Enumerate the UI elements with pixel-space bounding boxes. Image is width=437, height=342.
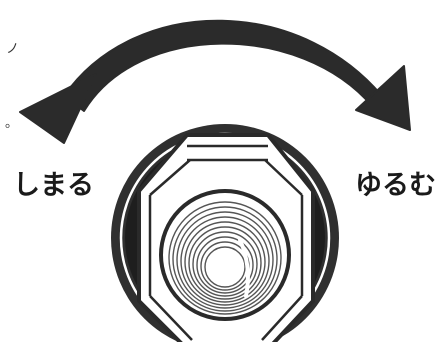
bore-chamfer <box>159 189 291 321</box>
hex-pipe-fitting-icon <box>111 124 339 342</box>
hex-edge <box>261 295 303 341</box>
arrow-head-right <box>355 65 411 131</box>
hex-edge <box>264 159 303 196</box>
arrow-head-left <box>19 73 97 144</box>
arrow-band <box>63 19 391 112</box>
edge-mark-upper: ノ <box>6 42 20 57</box>
hex-edge <box>149 159 191 196</box>
hex-edge <box>149 295 193 341</box>
thread-rings <box>168 201 282 315</box>
curved-double-arrow-icon <box>19 19 411 144</box>
edge-mark-lower: 。 <box>5 116 19 131</box>
loosen-label: ゆるむ <box>355 170 436 201</box>
tighten-label: しまる <box>13 170 94 201</box>
thread-highlight <box>238 238 250 298</box>
